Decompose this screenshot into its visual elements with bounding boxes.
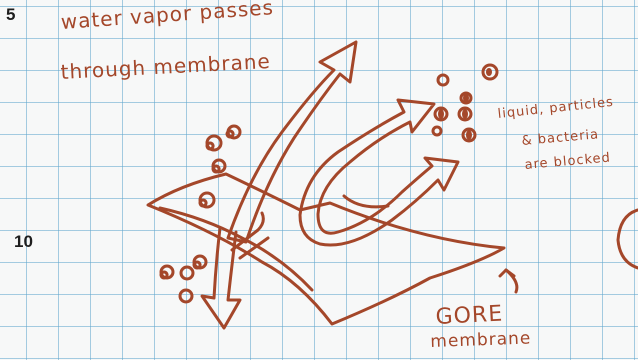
edge-circle xyxy=(618,210,638,268)
vapor-arrow xyxy=(228,42,356,242)
droplet xyxy=(181,267,193,279)
particle xyxy=(433,127,441,135)
particle-fill xyxy=(486,68,492,76)
droplet xyxy=(180,290,192,302)
droplet-inner xyxy=(194,262,200,268)
return-arrow-detail xyxy=(344,196,388,207)
particle-fill xyxy=(466,130,472,140)
droplet-inner xyxy=(207,143,213,149)
droplet-inner xyxy=(161,272,167,278)
exit-arrow xyxy=(202,228,240,328)
droplet-inner xyxy=(227,131,233,137)
droplet-inner xyxy=(213,166,219,172)
particle-fill xyxy=(462,109,468,119)
particle-fill xyxy=(463,93,469,103)
particle-fill xyxy=(438,109,444,119)
gore-pointer-head xyxy=(500,270,514,276)
blocked-return-arrow xyxy=(300,100,458,245)
particle xyxy=(438,75,448,85)
droplet-inner xyxy=(200,200,206,206)
